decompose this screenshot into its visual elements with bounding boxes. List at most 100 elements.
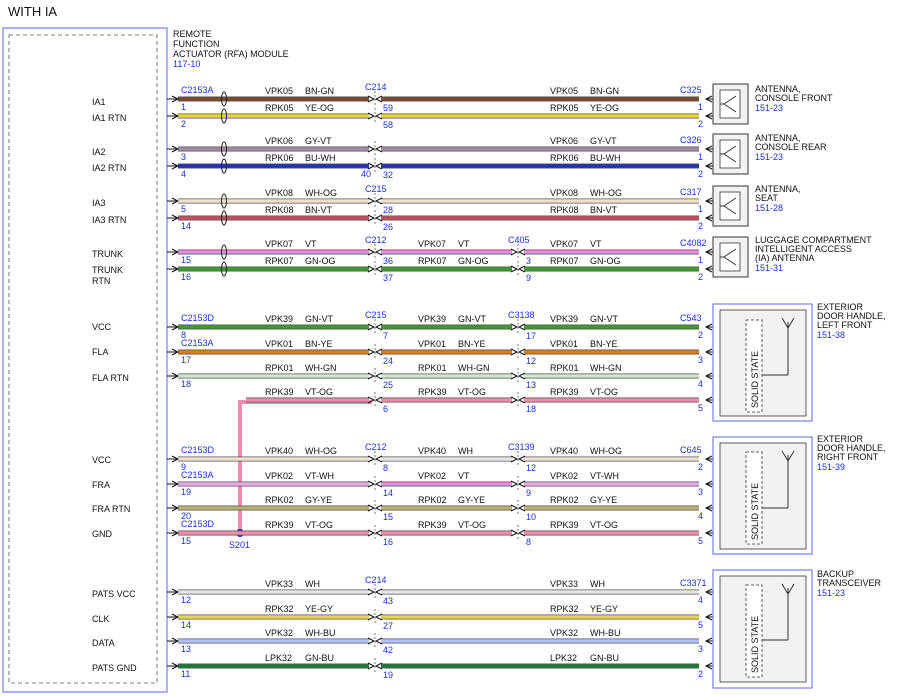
circuit-label: RPK05 [550, 103, 579, 113]
circuit-label: RPK06 [550, 153, 579, 163]
circuit-label: VPK01 [265, 339, 293, 349]
wire-color-label: YE-GY [590, 604, 618, 614]
arrow-icon [517, 480, 526, 488]
arrow-icon [367, 637, 376, 645]
circuit-label: RPK07 [550, 256, 579, 266]
pin-number: 20 [181, 511, 191, 521]
circuit-label: VPK08 [265, 188, 293, 198]
twist-mark [221, 158, 227, 174]
circuit-label: VPK06 [265, 136, 293, 146]
connector-label: C215 [365, 184, 387, 194]
circuit-label: RPK01 [265, 363, 294, 373]
svg-text:BACKUP: BACKUP [817, 569, 854, 579]
circuit-label: VPK05 [265, 86, 293, 96]
pin-number: 40 [361, 169, 371, 179]
circuit-label: VPK05 [550, 86, 578, 96]
pin-number: 9 [526, 488, 531, 498]
connector-label: C317 [680, 187, 702, 197]
wire-color-label: WH-OG [305, 446, 337, 456]
circuit-label: VPK32 [265, 628, 293, 638]
pin-number: 2 [698, 669, 703, 679]
module-inner-outline [8, 34, 158, 684]
circuit-label: RPK02 [265, 495, 294, 505]
arrow-icon [517, 348, 526, 356]
arrow-icon [367, 214, 376, 222]
twist-mark [221, 244, 227, 260]
circuit-label: RPK39 [550, 520, 579, 530]
circuit-label: VPK32 [550, 628, 578, 638]
wire-color-label: VT-OG [305, 520, 333, 530]
device-backup-transceiver: SOLID STATE BACKUP TRANSCEIVER 151-23 [712, 569, 882, 689]
connector-label: C326 [680, 135, 702, 145]
pin-number: 8 [383, 463, 388, 473]
wire-color-label: GN-OG [458, 256, 489, 266]
connector-label: C2153A [181, 470, 214, 480]
arrow-icon [374, 637, 383, 645]
wire-color-label: GN-VT [305, 314, 334, 324]
splice-label: S201 [229, 540, 250, 550]
wire-color-label: BN-YE [590, 339, 618, 349]
arrow-icon [367, 162, 376, 170]
wire-color-label: GY-VT [305, 136, 332, 146]
pin-number: 27 [383, 621, 393, 631]
arrow-icon [510, 265, 519, 273]
pin-number: 1 [698, 255, 703, 265]
twist-mark [221, 193, 227, 209]
antenna-icon [762, 450, 795, 509]
svg-text:151-39: 151-39 [817, 462, 845, 472]
pin-number: 43 [383, 596, 393, 606]
wire-color-label: VT-OG [590, 520, 618, 530]
svg-text:ANTENNA,: ANTENNA, [755, 84, 801, 94]
wire-color-label: VT-OG [458, 387, 486, 397]
connector-label: C2153D [181, 313, 215, 323]
wire-color-label: WH-BU [305, 628, 336, 638]
arrow-icon [510, 248, 519, 256]
circuit-label: RPK02 [418, 495, 447, 505]
pin-number: 17 [526, 331, 536, 341]
wire-color-label: WH-OG [590, 446, 622, 456]
arrow-icon [374, 529, 383, 537]
circuit-label: RPK05 [265, 103, 294, 113]
wire-color-label: VT [590, 239, 602, 249]
wire-color-label: GY-YE [458, 495, 485, 505]
pin-number: 5 [698, 403, 703, 413]
pin-number: 2 [698, 119, 703, 129]
pin-number: 5 [698, 536, 703, 546]
pin-number: 4 [698, 511, 703, 521]
pin-vcc-lf: VCC [92, 322, 112, 332]
antenna-icon [762, 583, 795, 641]
arrow-icon [510, 323, 519, 331]
wire-color-label: VT-OG [458, 520, 486, 530]
pin-number: 4 [181, 169, 186, 179]
circuit-label: RPK07 [418, 256, 447, 266]
connector-label: C4082 [680, 238, 707, 248]
circuit-label: LPK32 [550, 653, 577, 663]
wire-color-label: GN-VT [458, 314, 487, 324]
svg-text:INTELLIGENT ACCESS: INTELLIGENT ACCESS [755, 244, 852, 254]
arrow-icon [367, 480, 376, 488]
solid-state-label: SOLID STATE [750, 616, 760, 673]
arrow-icon [374, 372, 383, 380]
circuit-label: VPK06 [550, 136, 578, 146]
svg-text:DOOR HANDLE,: DOOR HANDLE, [817, 311, 886, 321]
wire-color-label: VT-WH [305, 471, 334, 481]
circuit-label: RPK39 [265, 520, 294, 530]
solid-state-label: SOLID STATE [750, 351, 760, 408]
pin-number: 58 [383, 120, 393, 130]
pin-trunk-rtn-2: RTN [92, 276, 110, 286]
svg-text:EXTERIOR: EXTERIOR [817, 302, 864, 312]
arrow-icon [510, 504, 519, 512]
pin-pats-gnd: PATS GND [92, 663, 137, 673]
pin-number: 3 [181, 152, 186, 162]
pin-ia3: IA3 [92, 198, 106, 208]
circuit-label: VPK08 [550, 188, 578, 198]
pin-number: 8 [526, 537, 531, 547]
pin-number: 42 [383, 645, 393, 655]
connector-label: C325 [680, 85, 702, 95]
connector-label: C214 [365, 575, 387, 585]
pin-number: 24 [383, 356, 393, 366]
pin-number: 9 [181, 462, 186, 472]
arrow-icon [367, 588, 376, 596]
svg-text:(IA) ANTENNA: (IA) ANTENNA [755, 253, 815, 263]
